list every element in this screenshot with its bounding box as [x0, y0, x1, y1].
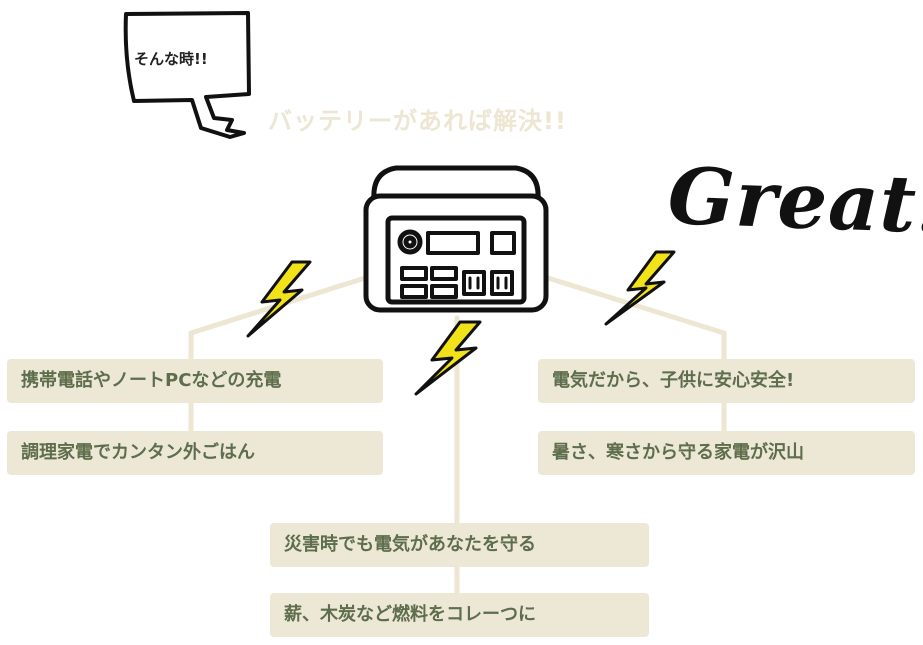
great-exclamation: Great!	[666, 151, 923, 252]
headline: バッテリーがあれば解決!!	[268, 107, 567, 135]
benefit-box-right-1: 電気だから、子供に安心安全!	[538, 359, 915, 403]
benefit-box-center-2: 薪、木炭など燃料をコレーつに	[270, 593, 649, 637]
benefit-box-left-2: 調理家電でカンタン外ごはん	[7, 431, 383, 475]
benefit-box-right-2: 暑さ、寒さから守る家電が沢山	[538, 431, 915, 475]
speech-bubble-text: そんな時!!	[134, 50, 208, 68]
benefit-box-center-1: 災害時でも電気があなたを守る	[270, 523, 649, 567]
connector-right	[545, 275, 727, 443]
lightning-icon	[246, 260, 312, 338]
lightning-icon	[604, 250, 676, 326]
lightning-icon	[414, 320, 482, 396]
benefit-box-left-1: 携帯電話やノートPCなどの充電	[7, 359, 383, 403]
speech-bubble	[123, 11, 251, 139]
connector-left	[188, 275, 368, 443]
portable-battery-icon	[363, 165, 549, 313]
